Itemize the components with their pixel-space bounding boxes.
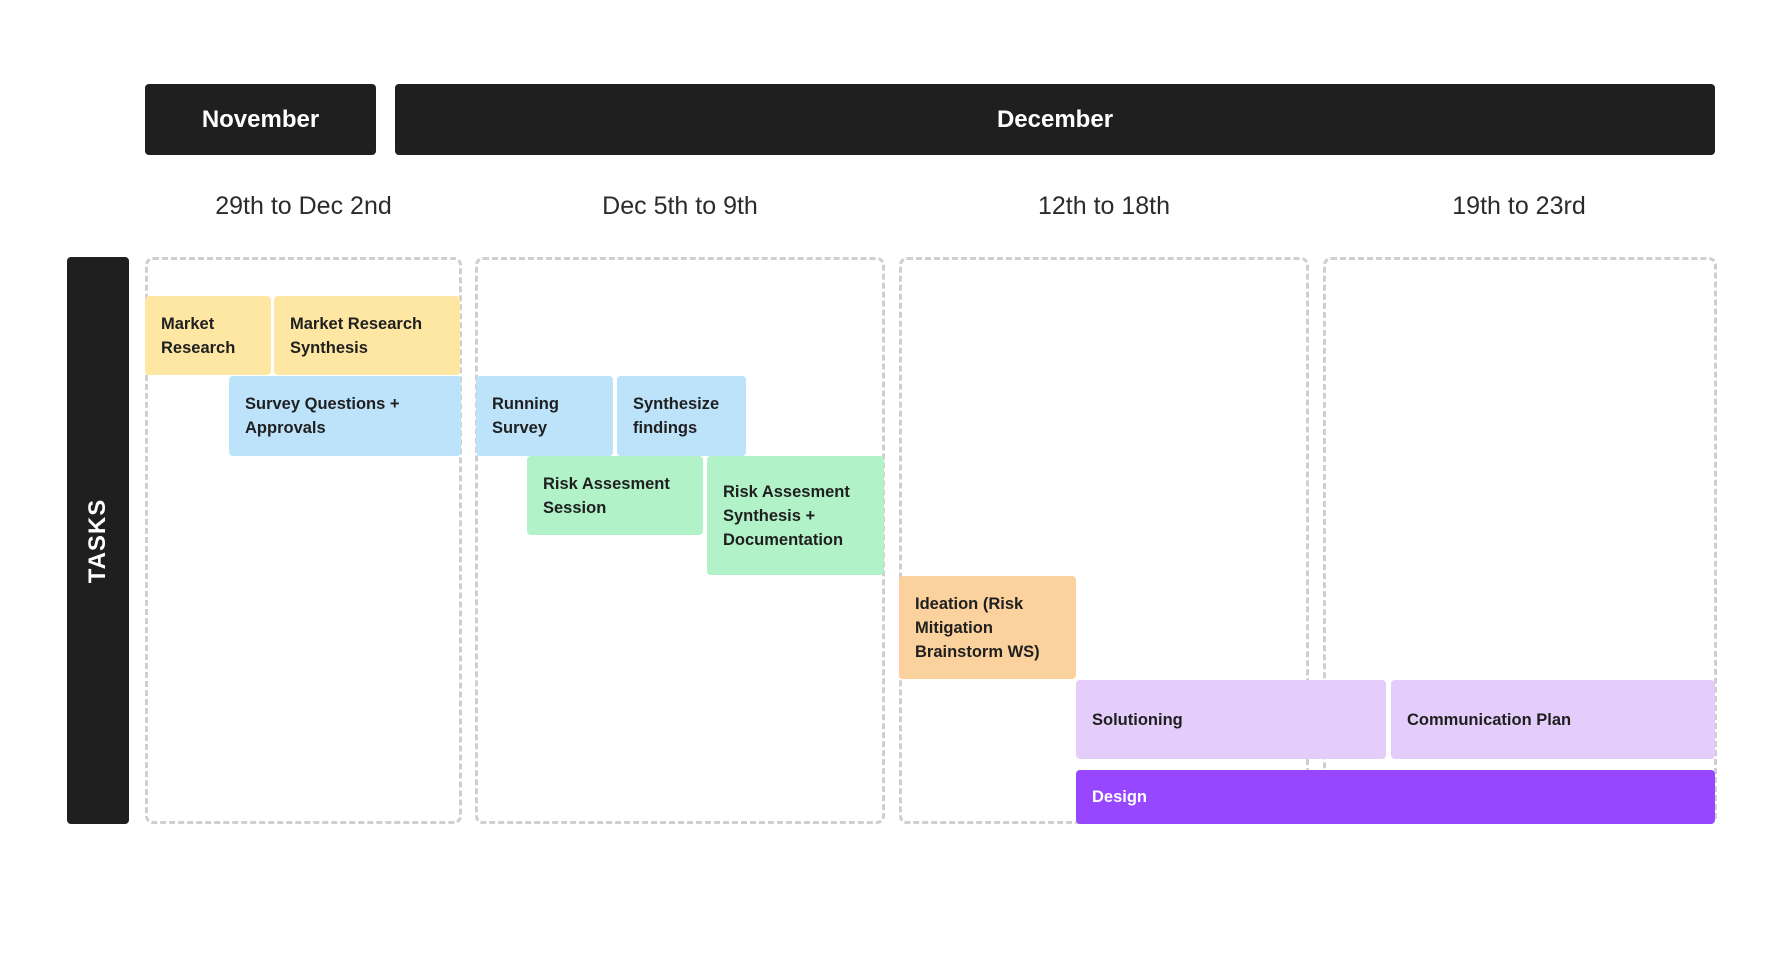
task-design[interactable]: Design [1076, 770, 1715, 824]
task-label: Design [1092, 788, 1148, 806]
task-market-research[interactable]: Market Research [145, 296, 271, 375]
task-label: Communication Plan [1407, 710, 1572, 729]
month-label: December [996, 105, 1114, 133]
task-label: Survey Questions + Approvals [245, 395, 400, 437]
month-header-november: November [145, 84, 376, 155]
task-label: Risk Assesment Session [543, 474, 670, 517]
week-label-4: 19th to 23rd [1452, 191, 1586, 220]
task-communication-plan[interactable]: Communication Plan [1391, 680, 1715, 759]
task-risk-assesment-session[interactable]: Risk Assesment Session [527, 456, 703, 535]
task-label: Market Research Synthesis [290, 314, 423, 357]
task-label: Ideation (Risk Mitigation Brainstorm WS) [915, 594, 1040, 661]
task-label: Running Survey [492, 395, 559, 437]
week-column-1 [145, 257, 462, 824]
task-label: Solutioning [1092, 710, 1183, 729]
task-running-survey[interactable]: Running Survey [476, 376, 613, 456]
tasks-label: TASKS [84, 498, 111, 583]
month-label: November [201, 105, 320, 133]
tasks-row-header: TASKS [67, 257, 129, 824]
task-label: Risk Assesment Synthesis + Documentation [723, 482, 850, 549]
week-label-2: Dec 5th to 9th [602, 191, 758, 220]
task-label: Market Research [161, 314, 236, 357]
week-label-3: 12th to 18th [1037, 191, 1171, 220]
task-solutioning[interactable]: Solutioning [1076, 680, 1386, 759]
task-survey-questions-approvals[interactable]: Survey Questions + Approvals [229, 376, 461, 456]
month-header-december: December [395, 84, 1715, 155]
task-risk-assesment-synthesis[interactable]: Risk Assesment Synthesis + Documentation [707, 456, 884, 575]
task-synthesize-findings[interactable]: Synthesize findings [617, 376, 746, 456]
week-label-1: 29th to Dec 2nd [215, 191, 392, 220]
task-label: Synthesize findings [633, 395, 720, 437]
task-ideation[interactable]: Ideation (Risk Mitigation Brainstorm WS) [899, 576, 1076, 679]
task-market-research-synthesis[interactable]: Market Research Synthesis [274, 296, 460, 375]
